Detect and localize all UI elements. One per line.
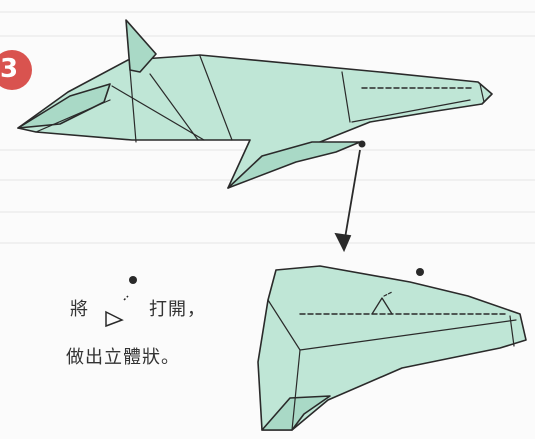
open-angle-marker	[371, 297, 393, 315]
whale-model-folded	[17, 19, 493, 189]
step-number: 3	[0, 54, 19, 84]
step-badge	[0, 50, 32, 90]
open-symbol-icon	[105, 276, 137, 328]
open-point-marker	[358, 140, 366, 148]
whale-fin	[125, 19, 157, 73]
step-arrow	[334, 149, 361, 253]
head-point-marker	[416, 268, 424, 276]
instruction-text-before-symbol: 將	[70, 299, 89, 320]
instruction-line-2: 做出立體狀。	[66, 347, 180, 368]
head-lower-flap	[261, 395, 331, 431]
instruction-text-after-symbol: 打開，	[149, 299, 206, 320]
instruction-line-1: 將 打開，	[70, 295, 206, 321]
whale-head-closeup	[257, 265, 527, 431]
head-body	[257, 265, 527, 431]
